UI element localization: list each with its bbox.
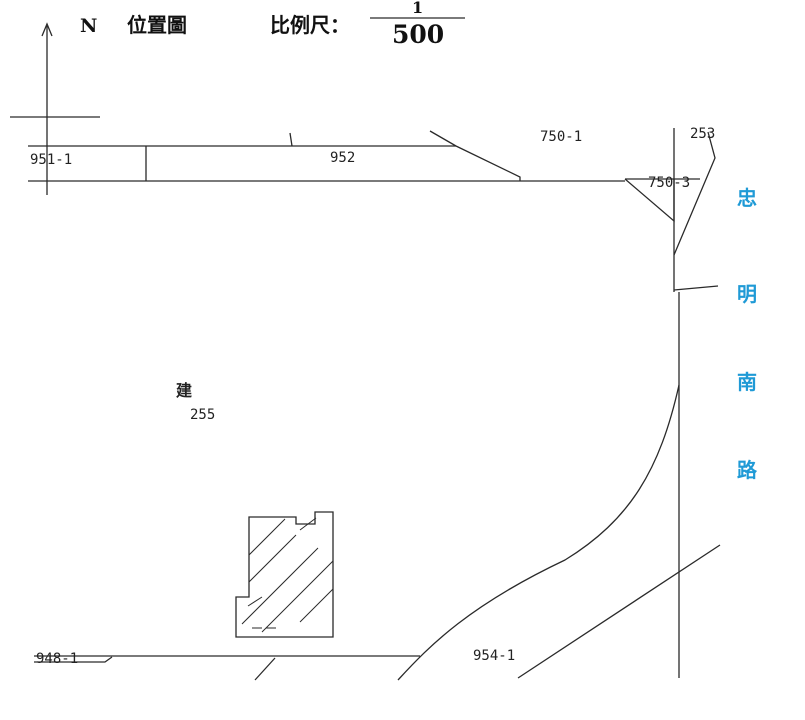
parcel-label-750-1: 750-1 xyxy=(540,129,583,145)
north-label: N xyxy=(80,15,98,37)
road-edge-diagonal xyxy=(673,131,716,256)
road-name-char-4: 路 xyxy=(737,458,757,482)
parcel-label-948-1: 948-1 xyxy=(36,651,79,667)
building-mark: 建 xyxy=(176,381,193,400)
building-footprint xyxy=(235,511,334,638)
parcel-label-951-1: 951-1 xyxy=(30,152,73,168)
map-title: 位置圖 xyxy=(127,13,187,37)
south-tick xyxy=(254,657,276,681)
parcel-label-750-3: 750-3 xyxy=(648,175,691,191)
parcel-label-952: 952 xyxy=(330,150,356,166)
road-name-char-1: 忠 xyxy=(737,186,757,210)
scale-label: 比例尺： xyxy=(270,13,350,37)
north-arrow-head xyxy=(41,22,53,37)
scale-denominator: 500 xyxy=(392,20,445,49)
road-stub xyxy=(673,285,719,291)
parcel-label-253: 253 xyxy=(690,126,716,142)
parcel-tick xyxy=(289,132,293,147)
parcel-label-954-1: 954-1 xyxy=(473,648,516,664)
parcel-boundary-diagonal xyxy=(429,130,521,181)
parcel-label-255: 255 xyxy=(190,407,216,423)
lower-diagonal xyxy=(517,544,721,679)
curved-boundary xyxy=(397,384,680,681)
scale-numerator: 1 xyxy=(412,0,424,17)
road-name-char-2: 明 xyxy=(737,282,757,306)
south-parcel-wedge xyxy=(34,656,113,663)
road-name-char-3: 南 xyxy=(737,370,757,394)
